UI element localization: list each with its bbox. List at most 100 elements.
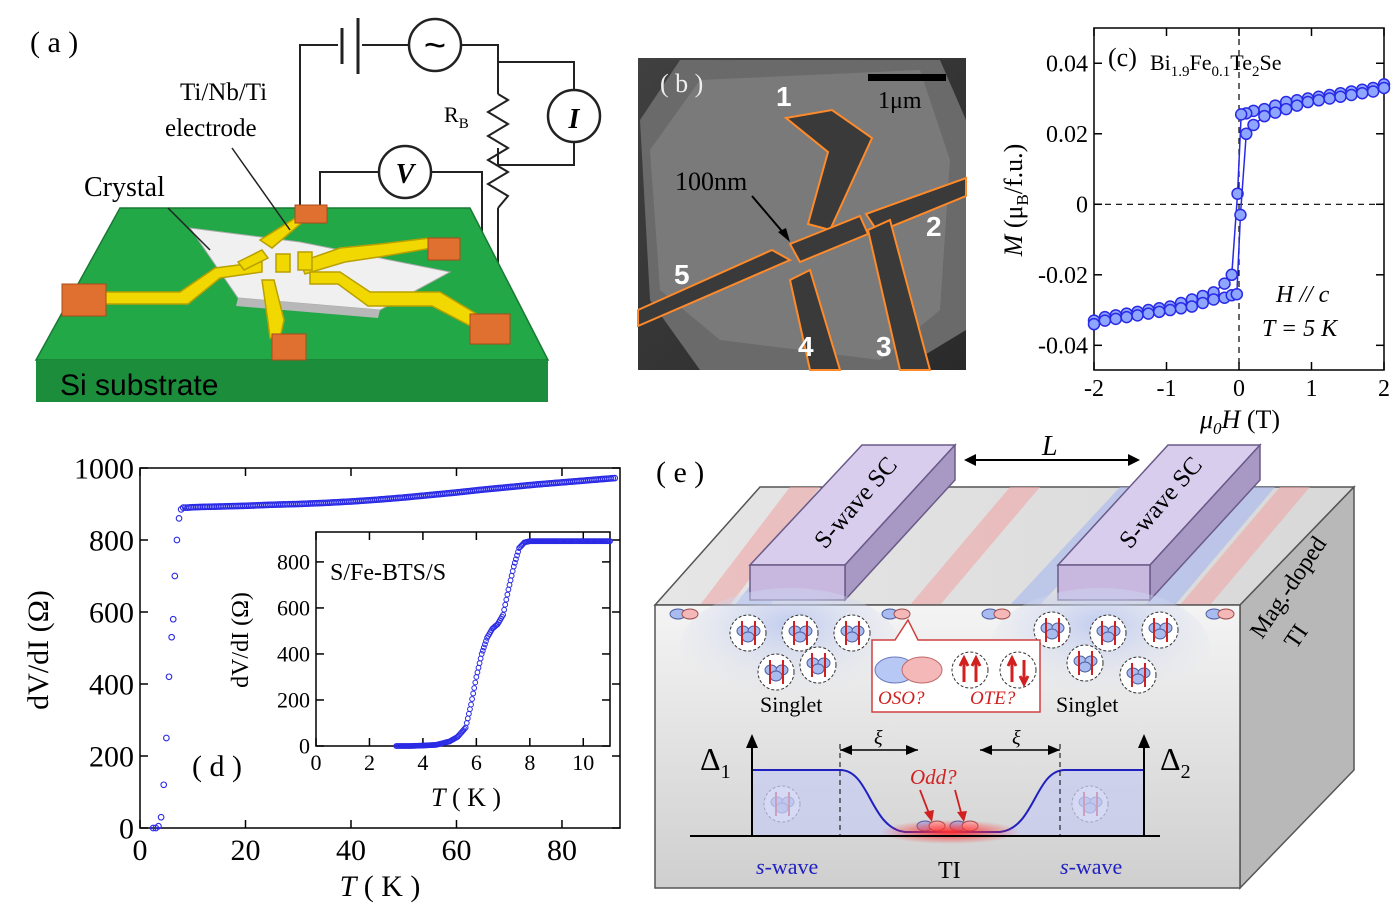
substrate-label: Si substrate: [60, 369, 218, 402]
y-tick-label: 1000: [74, 453, 134, 486]
length-arrow: L: [964, 431, 1140, 466]
panel-c-data: [1087, 78, 1391, 331]
x-tick-label: 0: [1233, 376, 1245, 402]
y-tick-label: 200: [277, 688, 310, 713]
data-point: [1312, 94, 1325, 107]
battery-icon: [340, 18, 360, 74]
data-point: [1234, 208, 1247, 222]
panel-a: ( a ) ~ I V: [30, 17, 602, 402]
y-tick-label: 0.02: [1046, 122, 1088, 148]
x-tick-label: 0: [311, 750, 322, 775]
data-point: [1120, 310, 1133, 324]
electrode-number-1: 1: [776, 81, 792, 112]
data-point: [515, 548, 521, 555]
x-tick-label: 2: [1378, 376, 1390, 402]
surface-pair: [1205, 608, 1235, 620]
data-point: [1207, 293, 1220, 306]
y-tick-label: 0: [1076, 193, 1088, 219]
panel-e-label: ( e ): [656, 456, 704, 489]
data-point: [461, 726, 468, 732]
electrode-number-2: 2: [926, 211, 942, 242]
voltmeter-icon: V: [377, 144, 433, 200]
inset-data: [393, 538, 613, 749]
inset-xlabel: T ( K ): [431, 783, 501, 812]
data-point: [157, 813, 165, 821]
y-tick-label: 400: [89, 669, 134, 702]
data-point: [478, 651, 485, 657]
data-point: [511, 559, 518, 566]
delta-2: Δ2: [1160, 741, 1191, 783]
cooper-pair: [1033, 611, 1071, 649]
data-point: [1366, 85, 1380, 98]
panel-c-ylabel: M (μB/f.u.): [999, 144, 1032, 258]
data-point: [1240, 127, 1253, 141]
data-point: [171, 572, 179, 580]
data-point: [1290, 99, 1304, 112]
data-point: [472, 679, 479, 686]
electrode-number-3: 3: [876, 331, 892, 362]
surface-pair: [669, 608, 699, 620]
data-point: [173, 536, 181, 544]
data-point: [175, 515, 183, 522]
x-tick-label: -2: [1084, 376, 1104, 402]
data-point: [1098, 314, 1112, 327]
delta-1: Δ1: [700, 741, 731, 783]
cooper-pair: [799, 646, 837, 684]
data-point: [1258, 109, 1271, 123]
data-point: [1153, 305, 1166, 319]
cooper-pair: [1066, 644, 1104, 682]
cooper-pair: [1141, 611, 1179, 649]
y-tick-label: 800: [277, 550, 310, 575]
data-point: [611, 474, 619, 482]
cooper-pair: [1119, 656, 1157, 694]
electrodes: [99, 213, 481, 339]
panel-c-label: (c): [1108, 43, 1137, 72]
odd-pairing-callout: OSO? OTE?: [871, 618, 1041, 713]
electrode-number-4: 4: [798, 331, 814, 362]
cooper-pair: [1089, 614, 1127, 652]
field-annotation: H // c: [1275, 282, 1330, 308]
x-tick-label: 6: [471, 750, 482, 775]
ammeter-icon: I: [546, 88, 602, 144]
data-point: [1131, 309, 1144, 322]
data-point: [470, 690, 477, 697]
data-point: [1377, 81, 1391, 95]
cooper-pair: [781, 614, 819, 652]
cooper-pair: [757, 653, 795, 691]
temperature-annotation: T = 5 K: [1262, 316, 1339, 342]
electrode-number-5: 5: [674, 259, 690, 290]
surface-pair: [881, 608, 911, 620]
y-tick-label: 800: [89, 525, 134, 558]
data-point: [479, 647, 486, 654]
data-point: [1356, 86, 1369, 100]
data-point: [514, 552, 520, 559]
inset-frame: [315, 531, 611, 747]
electrode-numbers: 1 2 3 4 5: [674, 81, 942, 362]
panel-d-label: ( d ): [192, 750, 242, 783]
ammeter-label: I: [568, 104, 581, 135]
panel-b-label: ( b ): [660, 69, 703, 98]
data-point: [469, 696, 475, 702]
data-point: [1185, 300, 1199, 313]
x-tick-label: 10: [572, 750, 594, 775]
data-point: [1174, 302, 1188, 315]
x-tick-label: 80: [547, 834, 577, 867]
data-point: [513, 556, 519, 563]
resistor-label: RB: [444, 102, 469, 132]
voltmeter-label: V: [396, 159, 417, 190]
data-point: [1163, 303, 1177, 317]
data-point: [468, 701, 474, 708]
x-tick-label: 1: [1306, 376, 1318, 402]
ac-symbol: ~: [424, 25, 446, 67]
x-tick-label: 20: [230, 834, 260, 867]
odd-label: Odd?: [910, 765, 957, 789]
panel-d-data: [149, 474, 619, 832]
crystal-pointer: [167, 207, 211, 251]
x-tick-label: 2: [364, 750, 375, 775]
data-point: [1218, 277, 1231, 290]
y-tick-label: -0.04: [1038, 334, 1088, 360]
data-point: [480, 644, 487, 651]
y-tick-label: -0.02: [1038, 263, 1088, 289]
